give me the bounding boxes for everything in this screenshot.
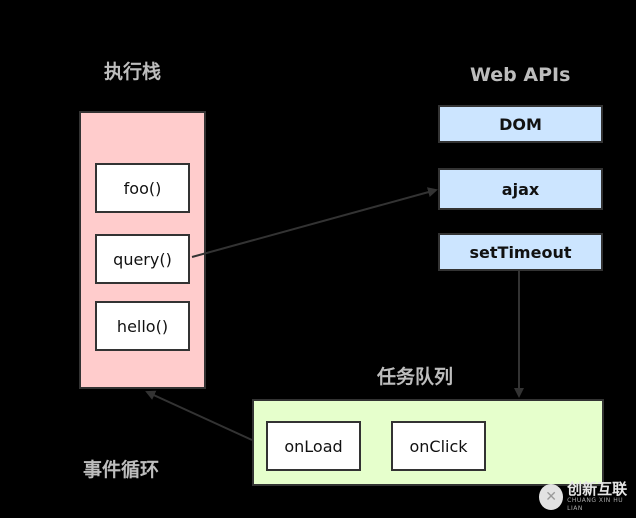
task-queue-title: 任务队列 — [377, 366, 454, 388]
web-api-settimeout: setTimeout — [438, 233, 603, 271]
call-stack-title: 执行栈 — [104, 61, 162, 83]
watermark-logo: ✕ 创新互联 CHUANG XIN HU LIAN — [535, 475, 636, 518]
logo-brand: 创新互联 — [567, 479, 628, 498]
arrow-query-to-ajax — [191, 187, 438, 258]
web-apis-title: Web APIs — [470, 64, 571, 86]
web-api-ajax: ajax — [438, 168, 603, 210]
arrow-queue-to-stack — [145, 390, 253, 441]
queue-item-onload: onLoad — [266, 421, 361, 471]
stack-frame-foo: foo() — [95, 163, 190, 213]
logo-icon: ✕ — [539, 483, 564, 510]
web-api-dom: DOM — [438, 105, 603, 143]
logo-sub: CHUANG XIN HU LIAN — [567, 496, 624, 512]
event-loop-label: 事件循环 — [83, 459, 160, 481]
stack-frame-hello: hello() — [95, 301, 190, 351]
queue-item-onclick: onClick — [391, 421, 486, 471]
stack-frame-query: query() — [95, 234, 190, 284]
